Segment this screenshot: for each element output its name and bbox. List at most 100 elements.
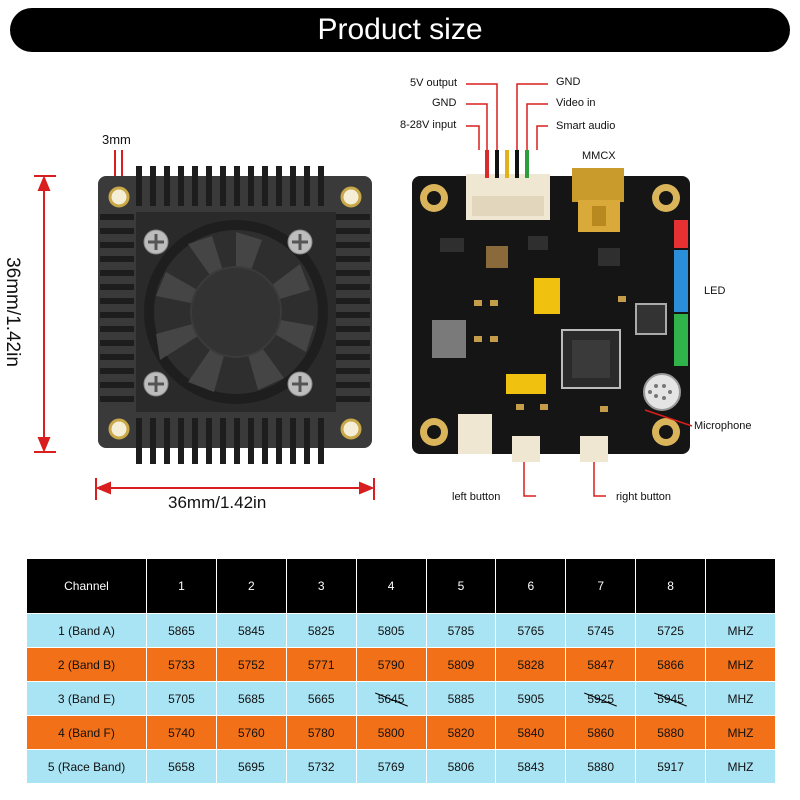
table-cell-text: 5765 <box>517 623 545 638</box>
table-header-cell: 8 <box>635 558 706 614</box>
table-cell-text: 5685 <box>237 691 265 706</box>
label-5v-output: 5V output <box>410 77 458 89</box>
table-cell-text: 5905 <box>517 691 545 706</box>
table-cell: 5785 <box>425 613 497 648</box>
table-cell: 5685 <box>215 681 287 716</box>
table-cell-text: 5885 <box>447 691 475 706</box>
label-mmcx: MMCX <box>582 150 616 162</box>
table-cell-text: 5740 <box>168 725 195 740</box>
table-cell: 5885 <box>425 681 497 716</box>
table-cell-text: 4 (Band F) <box>58 725 115 740</box>
table-cell: 5925 <box>565 681 637 716</box>
table-cell: 1 (Band A) <box>26 613 147 648</box>
table-cell-text: MHZ <box>727 759 754 774</box>
label-gnd-right: GND <box>556 76 581 88</box>
table-cell-text: 5725 <box>657 623 684 638</box>
table-header-cell: 6 <box>495 558 567 614</box>
table-cell: 5780 <box>285 715 357 750</box>
table-header-cell: 5 <box>425 558 497 614</box>
table-cell: 5917 <box>635 749 706 784</box>
table-cell: 5658 <box>146 749 217 784</box>
table-cell-text: 5866 <box>657 657 684 672</box>
table-cell: 5847 <box>565 647 637 682</box>
table-cell-text: 5860 <box>587 725 615 740</box>
table-cell-text: 5760 <box>237 725 265 740</box>
table-header-cell: 1 <box>146 558 217 614</box>
table-cell-text: 5925 <box>587 691 615 706</box>
table-cell-text: MHZ <box>727 657 754 672</box>
table-cell: 5771 <box>285 647 357 682</box>
table-cell: 5760 <box>215 715 287 750</box>
table-header-row: Channel 1 2 3 4 5 6 7 8 <box>26 558 776 614</box>
table-cell-text: 5752 <box>237 657 265 672</box>
table-cell: 5820 <box>425 715 497 750</box>
table-cell: 5740 <box>146 715 217 750</box>
table-cell: 5866 <box>635 647 706 682</box>
table-cell-text: 5705 <box>168 691 195 706</box>
table-cell-text: 5840 <box>517 725 545 740</box>
label-right-button: right button <box>616 491 672 503</box>
table-cell: 5805 <box>355 613 427 648</box>
table-cell-text: MHZ <box>727 725 754 740</box>
table-cell-text: 5880 <box>657 725 684 740</box>
table-cell: 5725 <box>635 613 706 648</box>
table-header-cell: Channel <box>26 558 147 614</box>
height-dimension-label: 36mm/1.42in <box>2 257 23 367</box>
table-cell-text: 5800 <box>377 725 405 740</box>
table-cell: MHZ <box>705 647 776 682</box>
table-cell: 5765 <box>495 613 567 648</box>
table-header-cell: 2 <box>215 558 287 614</box>
table-cell-text: 5845 <box>237 623 265 638</box>
label-left-button: left button <box>452 491 501 503</box>
table-cell-text: 5769 <box>377 759 405 774</box>
table-cell: 5645 <box>355 681 427 716</box>
table-cell-text: 1 (Band A) <box>58 623 115 638</box>
table-header-cell: 7 <box>565 558 637 614</box>
table-cell: 5732 <box>285 749 357 784</box>
table-cell-text: 5880 <box>587 759 615 774</box>
table-cell-text: 5865 <box>168 623 195 638</box>
table-cell: 5695 <box>215 749 287 784</box>
table-cell: 5809 <box>425 647 497 682</box>
table-cell-text: 5732 <box>307 759 335 774</box>
label-video-in: Video in <box>556 97 596 109</box>
table-cell: 5860 <box>565 715 637 750</box>
table-cell: 5 (Race Band) <box>26 749 147 784</box>
label-smart-audio: Smart audio <box>556 120 616 132</box>
table-cell: 5865 <box>146 613 217 648</box>
table-cell: MHZ <box>705 613 776 648</box>
table-cell-text: 5809 <box>447 657 475 672</box>
table-cell: 5800 <box>355 715 427 750</box>
table-cell: MHZ <box>705 749 776 784</box>
table-cell: 5806 <box>425 749 497 784</box>
table-cell-text: 5847 <box>587 657 615 672</box>
table-cell: 5733 <box>146 647 217 682</box>
table-cell-text: 5805 <box>377 623 405 638</box>
table-cell-text: 2 (Band B) <box>57 657 116 672</box>
table-cell-text: 5828 <box>517 657 545 672</box>
table-cell: 5665 <box>285 681 357 716</box>
label-led: LED <box>704 285 726 297</box>
table-cell: 5828 <box>495 647 567 682</box>
table-cell: 5790 <box>355 647 427 682</box>
table-cell-text: MHZ <box>727 623 754 638</box>
label-8-28v-input: 8-28V input <box>400 119 457 131</box>
pcb-board <box>412 150 690 462</box>
table-cell: 5905 <box>495 681 567 716</box>
table-cell-text: 5820 <box>447 725 475 740</box>
table-cell: MHZ <box>705 681 776 716</box>
table-cell-text: 5785 <box>447 623 475 638</box>
label-gnd-left: GND <box>432 97 457 109</box>
table-cell-text: 5665 <box>307 691 335 706</box>
table-cell: 5705 <box>146 681 217 716</box>
callout-lines <box>466 83 693 497</box>
table-cell: 2 (Band B) <box>26 647 147 682</box>
table-row: 4 (Band F) 5740 5760 5780 5800 5820 5840 5860 58… <box>26 715 776 750</box>
table-header-cell: 4 <box>355 558 427 614</box>
page-title: Product size <box>10 8 790 52</box>
